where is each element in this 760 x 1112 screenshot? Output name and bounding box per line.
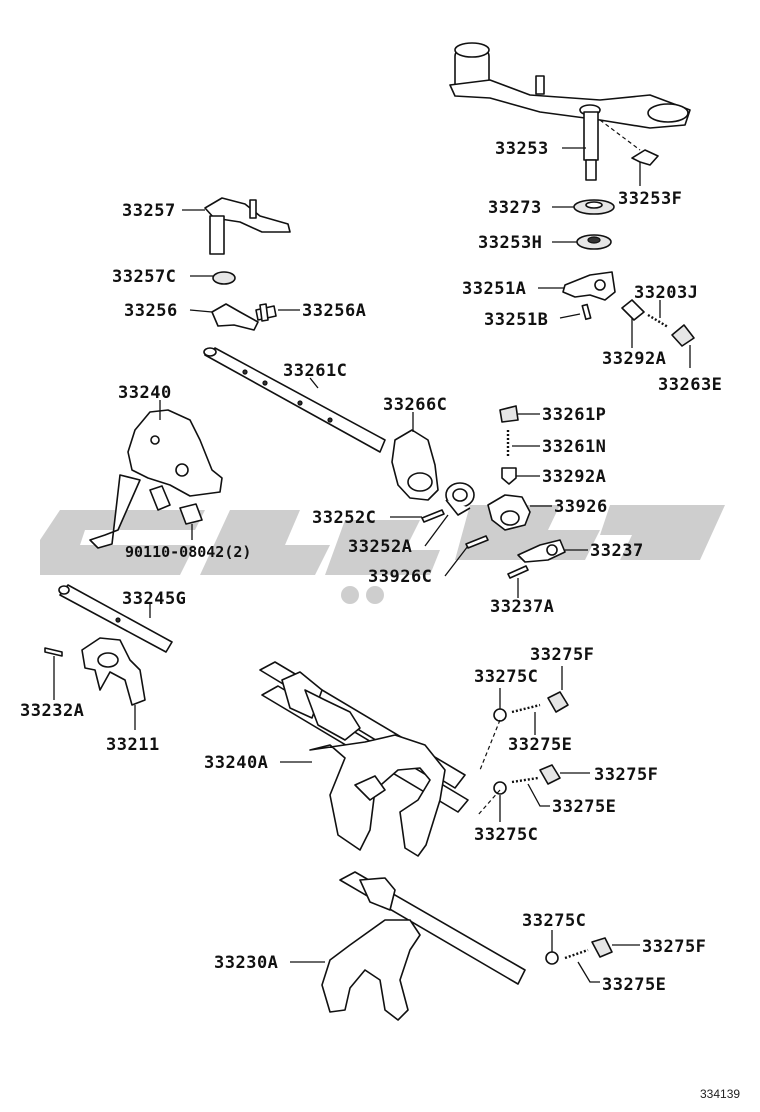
label-33252A: 33252A [348, 537, 412, 557]
label-33253H: 33253H [478, 233, 542, 253]
bracket-33251A [562, 271, 616, 301]
label-90110-08042: 90110-08042(2) [125, 543, 251, 561]
label-33237: 33237 [590, 541, 644, 561]
figure-reference-number: 334139 [700, 1087, 740, 1101]
nut-33257C [212, 271, 236, 285]
lever-33257 [204, 197, 291, 255]
label-33253F: 33253F [618, 189, 682, 209]
label-33275E-1: 33275E [508, 735, 572, 755]
label-33253: 33253 [495, 139, 549, 159]
label-33292A-top: 33292A [602, 349, 666, 369]
label-33266C: 33266C [383, 395, 447, 415]
leader-lines [53, 147, 641, 983]
shift-head-33240 [89, 409, 223, 549]
fork-assembly-33240A [259, 661, 469, 857]
pin-33251B [581, 303, 592, 321]
label-33292A-mid: 33292A [542, 467, 606, 487]
shift-fork-33211 [81, 637, 146, 706]
label-33240A: 33240A [204, 753, 268, 773]
label-33926C: 33926C [368, 567, 432, 587]
lever-33237 [517, 539, 566, 563]
label-33230A: 33230A [214, 953, 278, 973]
label-33232A: 33232A [20, 701, 84, 721]
label-33261P: 33261P [542, 405, 606, 425]
label-33245G: 33245G [122, 589, 186, 609]
label-33251A: 33251A [462, 279, 526, 299]
detent-lower [477, 764, 561, 816]
washer-33273 [573, 199, 615, 215]
label-33211: 33211 [106, 735, 160, 755]
lever-33256 [211, 303, 259, 331]
bolt-90110-08042 [179, 503, 203, 525]
label-33237A: 33237A [490, 597, 554, 617]
label-33275C-2: 33275C [474, 825, 538, 845]
watermark-logo [40, 505, 725, 604]
label-33275F-2: 33275F [594, 765, 658, 785]
label-33257C: 33257C [112, 267, 176, 287]
label-33261N: 33261N [542, 437, 606, 457]
label-33240: 33240 [118, 383, 172, 403]
label-33275C-1: 33275C [474, 667, 538, 687]
label-33273: 33273 [488, 198, 542, 218]
label-33275E-3: 33275E [602, 975, 666, 995]
detent-bottom [545, 937, 613, 965]
label-33203J: 33203J [634, 283, 698, 303]
label-33257: 33257 [122, 201, 176, 221]
label-33275F-1: 33275F [530, 645, 594, 665]
collar-33252A [445, 482, 475, 516]
shift-head-33926 [487, 494, 531, 531]
shift-rod-33245G [58, 584, 173, 653]
seal-33253H [576, 234, 612, 250]
pin-33237A [507, 565, 529, 579]
label-33926: 33926 [554, 497, 608, 517]
pin-33252C [421, 509, 445, 523]
detent-upper [479, 691, 569, 771]
shift-lever-housing-33253 [449, 42, 691, 181]
label-33261C: 33261C [283, 361, 347, 381]
label-33256A: 33256A [302, 301, 366, 321]
plug-set-33292A-33203J-33263E [621, 299, 695, 368]
shift-rod-33261C [203, 347, 386, 453]
label-33275E-2: 33275E [552, 797, 616, 817]
pin-33232A [44, 647, 63, 657]
label-33252C: 33252C [312, 508, 376, 528]
label-33275F-3: 33275F [642, 937, 706, 957]
fork-assembly-33230A [321, 871, 526, 1021]
shift-head-33266C [391, 429, 439, 501]
part-labels: 33253 33253F 33273 33253H 33251A 33203J … [20, 139, 740, 1101]
bolt-33256A [255, 303, 277, 322]
label-33263E: 33263E [658, 375, 722, 395]
e-ring-33253F [631, 149, 659, 166]
ball-33292A [501, 467, 517, 485]
label-33251B: 33251B [484, 310, 548, 330]
label-33275C-3: 33275C [522, 911, 586, 931]
label-33256: 33256 [124, 301, 178, 321]
plug-33261P [499, 405, 519, 423]
